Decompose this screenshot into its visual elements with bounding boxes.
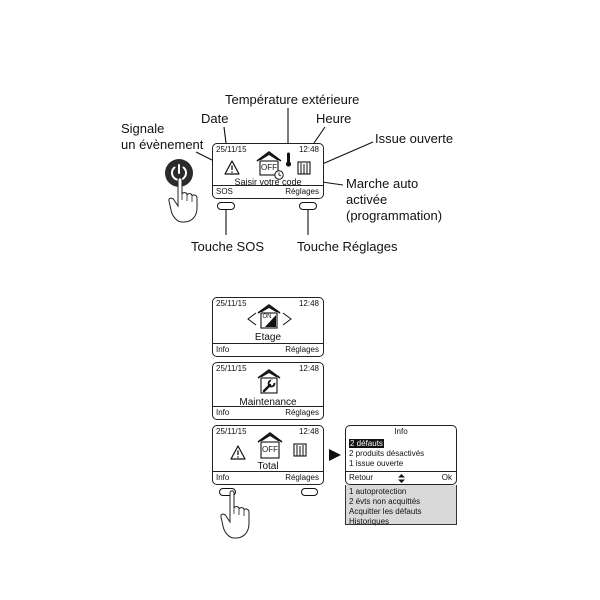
softkey-label-info: Info xyxy=(216,345,230,354)
screen-etage: 25/11/15 12:48 ON Etage Info Réglages xyxy=(212,297,324,357)
mode-badge-on: ON xyxy=(262,314,272,320)
info-line[interactable]: 1 issue ouverte xyxy=(349,459,404,468)
main-lcd-screen: 25/11/15 12:48 OFF xyxy=(212,143,324,199)
house-icon: OFF xyxy=(256,150,282,176)
lcd-date: 25/11/15 xyxy=(216,145,247,154)
screen-time: 12:48 xyxy=(298,427,319,436)
lcd-softkey-bar: Info Réglages xyxy=(213,343,323,356)
wrench-icon xyxy=(262,379,276,393)
softkey-label-sos: SOS xyxy=(216,187,233,196)
softkey-label-back: Retour xyxy=(349,473,374,482)
screen-mode-label: Etage xyxy=(254,332,282,343)
softkey-label-ok: Ok xyxy=(441,473,452,482)
submenu-item[interactable]: Historiques xyxy=(349,517,390,526)
softkey-label-settings: Réglages xyxy=(285,473,319,482)
house-icon: OFF xyxy=(257,431,283,459)
screen-time: 12:48 xyxy=(298,364,319,373)
info-title: Info xyxy=(394,427,408,436)
screen-mode-label: Total xyxy=(257,461,279,472)
callout-auto-line1: Marche auto xyxy=(346,176,419,191)
lcd-time: 12:48 xyxy=(298,145,319,154)
settings-key[interactable] xyxy=(299,202,317,210)
settings-key[interactable] xyxy=(301,488,318,496)
chevron-left-icon xyxy=(247,312,257,326)
callout-signal-line2: un évènement xyxy=(121,137,204,152)
lcd-softkey-bar: Info Réglages xyxy=(213,406,323,419)
softkey-label-settings: Réglages xyxy=(285,187,319,196)
warning-icon xyxy=(224,160,240,175)
lcd-message: Saisir votre code xyxy=(234,177,302,187)
mode-badge-off: OFF xyxy=(262,445,278,454)
callout-sos-key: Touche SOS xyxy=(191,239,264,254)
screen-total: 25/11/15 12:48 OFF Total Info Réglages xyxy=(212,425,324,485)
softkey-label-settings: Réglages xyxy=(285,408,319,417)
open-door-icon xyxy=(293,443,307,457)
callout-date: Date xyxy=(201,111,229,126)
callout-auto-line2: activée xyxy=(346,192,388,207)
softkey-label-info: Info xyxy=(216,473,230,482)
info-screen: Info 2 défauts 2 produits désactivés 1 i… xyxy=(345,425,457,485)
sos-key[interactable] xyxy=(217,202,235,210)
submenu-item[interactable]: 2 évts non acquittés xyxy=(349,497,421,506)
mode-badge-off: OFF xyxy=(261,163,277,172)
submenu-item[interactable]: 1 autoprotection xyxy=(349,487,407,496)
callout-temperature: Température extérieure xyxy=(225,92,360,107)
screen-time: 12:48 xyxy=(298,299,319,308)
lcd-softkey-bar: SOS Réglages xyxy=(213,185,323,198)
lcd-softkey-bar: Info Réglages xyxy=(213,471,323,484)
screen-date: 25/11/15 xyxy=(216,364,247,373)
arrow-right-icon xyxy=(329,449,341,461)
softkey-label-info: Info xyxy=(216,408,230,417)
info-submenu: 1 autoprotection 2 évts non acquittés Ac… xyxy=(345,485,457,526)
chevron-right-icon xyxy=(282,312,292,326)
callout-exit-open: Issue ouverte xyxy=(375,131,454,146)
house-icon xyxy=(257,368,281,394)
info-line-selected[interactable]: 2 défauts xyxy=(349,439,424,449)
info-key[interactable] xyxy=(219,488,236,496)
warning-icon xyxy=(230,445,246,460)
callout-auto-line3: (programmation) xyxy=(346,208,443,223)
up-down-arrows-icon xyxy=(398,474,405,483)
screen-mode-label: Maintenance xyxy=(239,397,297,408)
thermometer-icon xyxy=(285,152,292,167)
submenu-item[interactable]: Acquitter les défauts xyxy=(349,507,422,516)
screen-date: 25/11/15 xyxy=(216,299,247,308)
softkey-label-settings: Réglages xyxy=(285,345,319,354)
info-line[interactable]: 2 produits désactivés xyxy=(349,449,425,458)
callout-settings-key: Touche Réglages xyxy=(297,239,398,254)
callout-signal-line1: Signale xyxy=(121,121,165,136)
open-door-icon xyxy=(297,161,311,175)
lcd-softkey-bar: Retour Ok xyxy=(346,471,456,484)
screen-date: 25/11/15 xyxy=(216,427,247,436)
info-lines: 2 défauts 2 produits désactivés 1 issue … xyxy=(349,439,424,469)
house-icon: ON xyxy=(257,303,281,329)
clock-icon xyxy=(274,170,284,180)
callout-time: Heure xyxy=(316,111,352,126)
hand-pointer-icon xyxy=(168,177,198,223)
screen-maintenance: 25/11/15 12:48 Maintenance Info Réglages xyxy=(212,362,324,420)
info-line-text: 2 défauts xyxy=(349,439,384,448)
hand-pointer-icon xyxy=(220,490,250,539)
